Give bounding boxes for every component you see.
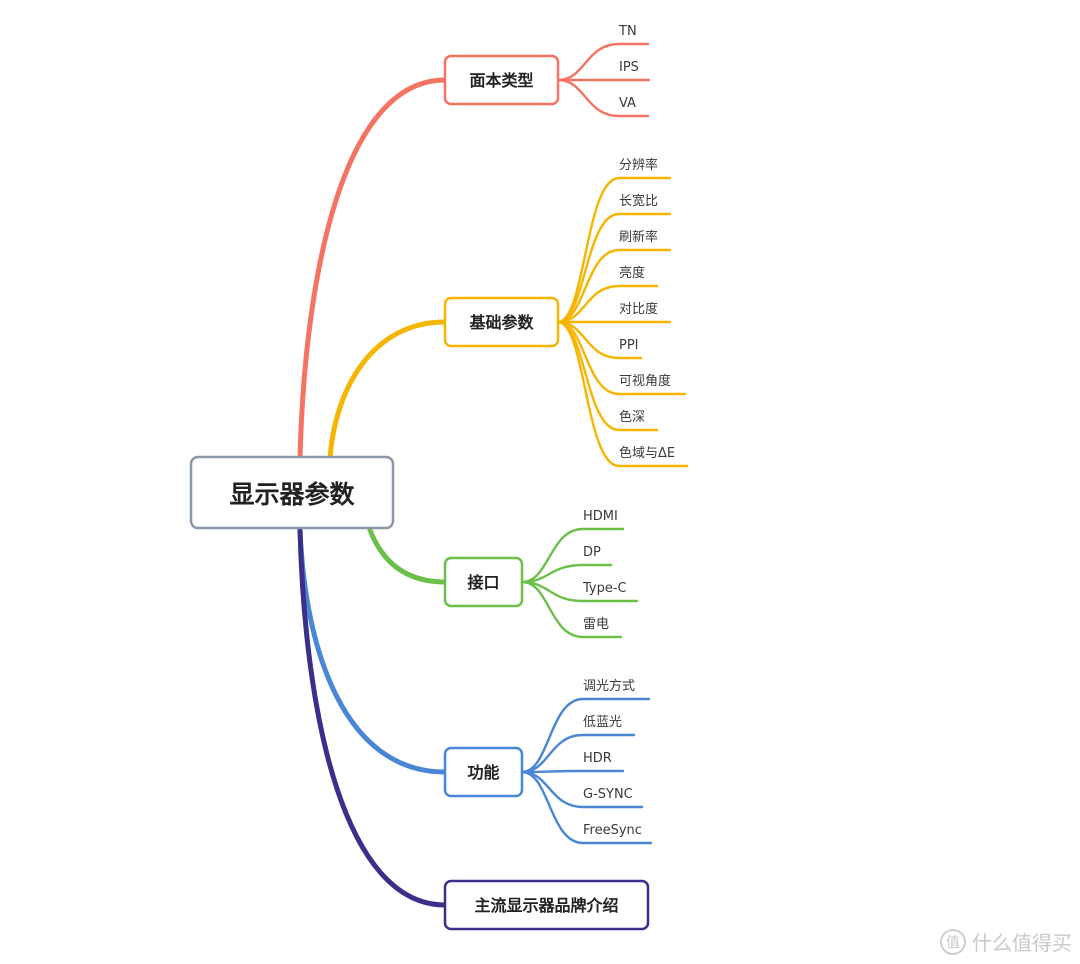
leaf-label[interactable]: TN — [618, 24, 637, 39]
zhi-icon: 值 — [940, 928, 966, 955]
branch-node-box — [443, 879, 650, 931]
leaf-label[interactable]: Type-C — [582, 581, 627, 596]
leaf-label[interactable]: DP — [583, 545, 601, 560]
branch-connector — [297, 527, 448, 908]
root-node[interactable]: 显示器参数 — [189, 455, 395, 530]
leaf-label[interactable]: 调光方式 — [583, 678, 635, 694]
leaf-label[interactable]: FreeSync — [583, 823, 642, 838]
leaf-label[interactable]: 亮度 — [619, 265, 645, 281]
watermark-text: 什么值得买 — [972, 931, 1072, 955]
branch-connectors — [297, 77, 448, 908]
branch-node[interactable]: 接口 — [443, 556, 524, 608]
leaf-connector — [520, 733, 636, 774]
leaf-connector — [556, 248, 672, 324]
leaf-connector — [556, 212, 672, 324]
branch-node-box — [443, 296, 560, 348]
branch-node-label: 接口 — [467, 573, 499, 592]
leaf-label[interactable]: 分辨率 — [619, 157, 658, 173]
branch-node-label: 基础参数 — [468, 313, 534, 332]
branch-node-box — [443, 54, 560, 106]
leaf-label[interactable]: 色深 — [619, 409, 645, 425]
branch-connector — [367, 527, 448, 585]
leaf-label[interactable]: 长宽比 — [619, 193, 658, 209]
branch-node[interactable]: 面本类型 — [443, 54, 560, 106]
watermark: 值 什么值得买 — [940, 927, 1072, 956]
leaf-label[interactable]: 可视角度 — [619, 373, 671, 389]
leaf-label[interactable]: 色域与ΔE — [619, 445, 675, 461]
branch-node-label: 主流显示器品牌介绍 — [474, 896, 618, 915]
leaf-label[interactable]: VA — [619, 96, 636, 111]
leaf-connector — [520, 770, 653, 845]
leaf-connector — [520, 563, 613, 584]
leaf-label[interactable]: IPS — [619, 60, 639, 75]
leaf-label[interactable]: 对比度 — [619, 301, 658, 317]
leaf-label[interactable]: PPI — [619, 338, 639, 353]
branch-node[interactable]: 主流显示器品牌介绍 — [443, 879, 650, 931]
branch-connector — [297, 77, 448, 461]
leaf-connector — [520, 769, 625, 774]
leaf-label[interactable]: 雷电 — [583, 617, 609, 632]
branch-connector — [327, 319, 448, 461]
branch-node-box — [443, 746, 524, 798]
leaf-label[interactable]: HDMI — [583, 509, 618, 524]
leaf-label[interactable]: 刷新率 — [619, 229, 658, 245]
leaf-connector — [556, 320, 689, 468]
leaf-connector — [520, 580, 623, 639]
leaf-label[interactable]: G-SYNC — [583, 787, 633, 802]
branch-node-label: 面本类型 — [469, 71, 533, 90]
leaf-connector — [520, 527, 625, 584]
branch-node-label: 功能 — [467, 763, 499, 782]
leaf-connector — [556, 78, 650, 118]
root-node-box — [189, 455, 395, 530]
leaf-label[interactable]: HDR — [583, 751, 612, 766]
leaf-connector — [556, 42, 650, 82]
root-node-label: 显示器参数 — [229, 480, 355, 509]
branch-node[interactable]: 功能 — [443, 746, 524, 798]
leaf-connector — [520, 697, 651, 774]
branch-node[interactable]: 基础参数 — [443, 296, 560, 348]
leaf-connector — [556, 284, 659, 324]
leaf-label[interactable]: 低蓝光 — [583, 715, 622, 730]
branch-node-box — [443, 556, 524, 608]
